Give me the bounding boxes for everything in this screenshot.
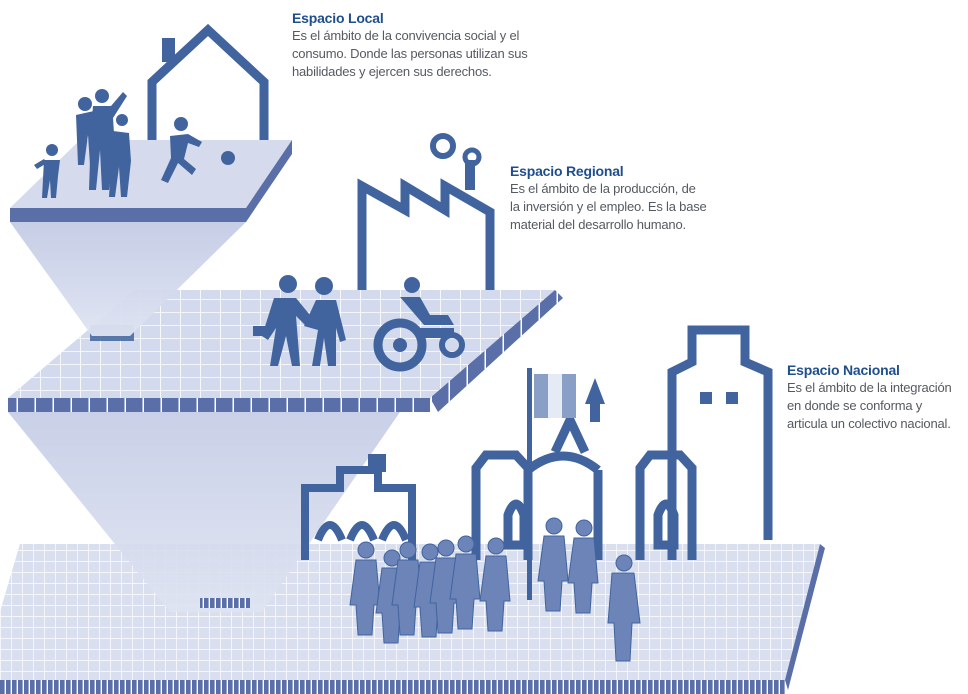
local-label: Espacio Local Es el ámbito de la convive… <box>292 10 528 81</box>
regional-footprint <box>200 598 250 608</box>
flag-icon <box>527 368 576 600</box>
tower-building-icon <box>667 325 773 560</box>
regional-to-nacional-cone <box>8 412 400 612</box>
crowd-icon <box>349 517 641 662</box>
regional-description-line: material del desarrollo humano. <box>510 217 686 232</box>
house-icon <box>147 23 269 140</box>
family-icon <box>34 89 131 198</box>
local-to-regional-cone <box>10 222 246 336</box>
local-title: Espacio Local <box>292 10 384 26</box>
crowd-person <box>607 554 641 662</box>
local-description-line: Es el ámbito de la convivencia social y … <box>292 28 520 43</box>
regional-title: Espacio Regional <box>510 163 624 179</box>
crowd-person <box>349 541 381 636</box>
handshake-businessmen-icon <box>253 275 346 366</box>
nacional-description-line: articula un colectivo nacional. <box>787 416 951 431</box>
regional-description-line: Es el ámbito de la producción, de <box>510 181 696 196</box>
nacional-description-line: en donde se conforma y <box>787 398 923 413</box>
nacional-description-line: Es el ámbito de la integración <box>787 380 952 395</box>
regional-description-line: la inversión y el empleo. Es la base <box>510 199 707 214</box>
crowd-person <box>567 519 599 614</box>
nacional-title: Espacio Nacional <box>787 362 900 378</box>
crowd-person <box>479 537 511 632</box>
crowd-person <box>449 535 481 630</box>
child-playing-ball-icon <box>161 117 235 183</box>
local-description-line: consumo. Donde las personas utilizan sus <box>292 46 528 61</box>
crowd-person <box>537 517 569 612</box>
factory-icon <box>357 133 495 290</box>
government-palace-icon <box>301 454 416 560</box>
nacional-label: Espacio Nacional Es el ámbito de la inte… <box>787 362 952 433</box>
local-description-line: habilidades y ejercen sus derechos. <box>292 64 492 79</box>
tractor-farmer-icon <box>373 277 465 372</box>
regional-label: Espacio Regional Es el ámbito de la prod… <box>510 163 707 234</box>
